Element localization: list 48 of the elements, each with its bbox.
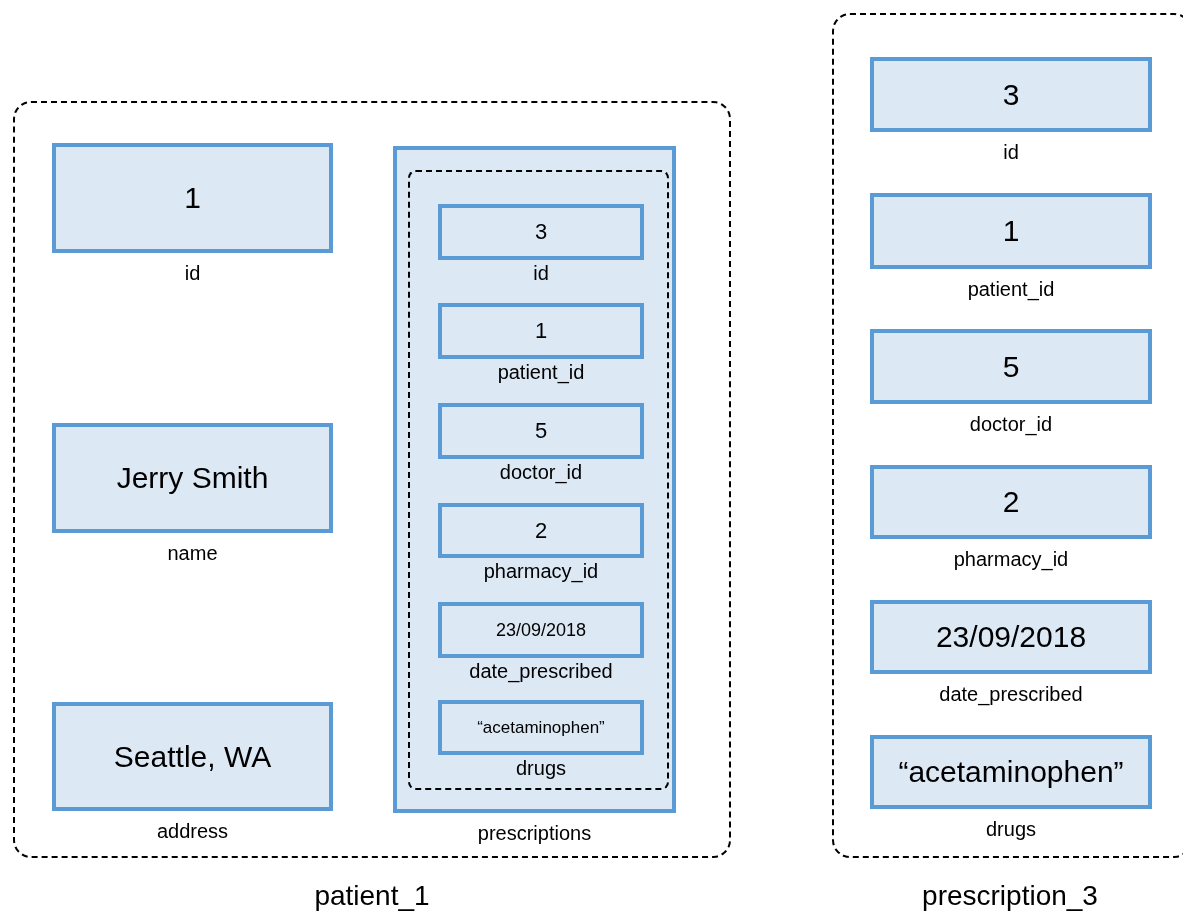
field-value: “acetaminophen” bbox=[898, 755, 1124, 789]
field-value: 2 bbox=[1002, 485, 1020, 519]
record-title: prescription_3 bbox=[921, 880, 1099, 912]
field-value: 5 bbox=[1002, 349, 1020, 384]
field-name-label: drugs bbox=[985, 818, 1037, 841]
field-value: 1 bbox=[184, 181, 201, 215]
value-box bbox=[52, 423, 333, 533]
field-value: 3 bbox=[1002, 77, 1020, 112]
field-value: Seattle, WA bbox=[113, 739, 272, 774]
field-name-label: prescriptions bbox=[476, 822, 593, 845]
field-name-label: patient_id bbox=[496, 361, 586, 384]
field-name-label: name bbox=[166, 542, 219, 565]
value-box bbox=[870, 465, 1152, 539]
field-name-label: date_prescribed bbox=[938, 683, 1084, 706]
value-box bbox=[870, 193, 1152, 269]
field-value: 2 bbox=[534, 517, 548, 544]
field-name-label: date_prescribed bbox=[468, 660, 614, 683]
value-box bbox=[438, 403, 644, 459]
field-name-label: id bbox=[1002, 141, 1020, 164]
value-box bbox=[52, 702, 333, 811]
field-name-label: pharmacy_id bbox=[482, 560, 600, 583]
field-value: 3 bbox=[534, 219, 548, 245]
value-box bbox=[438, 700, 644, 755]
field-name-label: drugs bbox=[515, 757, 567, 780]
field-value: 23/09/2018 bbox=[935, 620, 1087, 654]
field-name-label: id bbox=[532, 262, 550, 285]
field-value: “acetaminophen” bbox=[477, 717, 605, 738]
value-box bbox=[52, 143, 333, 253]
field-value: Jerry Smith bbox=[116, 461, 269, 495]
field-name-label: doctor_id bbox=[968, 413, 1054, 436]
field-name-label: patient_id bbox=[966, 278, 1056, 301]
value-box bbox=[438, 602, 644, 658]
value-box bbox=[438, 503, 644, 558]
field-name-label: pharmacy_id bbox=[952, 548, 1070, 571]
field-value: 1 bbox=[534, 318, 548, 344]
field-value: 1 bbox=[1002, 214, 1020, 248]
field-value: 5 bbox=[534, 418, 548, 444]
value-box bbox=[870, 600, 1152, 674]
value-box bbox=[870, 57, 1152, 132]
field-name-label: id bbox=[183, 262, 202, 285]
value-box bbox=[870, 329, 1152, 404]
field-name-label: address bbox=[155, 820, 230, 843]
field-value: 23/09/2018 bbox=[495, 619, 587, 641]
value-box bbox=[438, 204, 644, 260]
value-box bbox=[438, 303, 644, 359]
value-box bbox=[870, 735, 1152, 809]
field-name-label: doctor_id bbox=[498, 461, 584, 484]
record-title: patient_1 bbox=[313, 880, 431, 912]
